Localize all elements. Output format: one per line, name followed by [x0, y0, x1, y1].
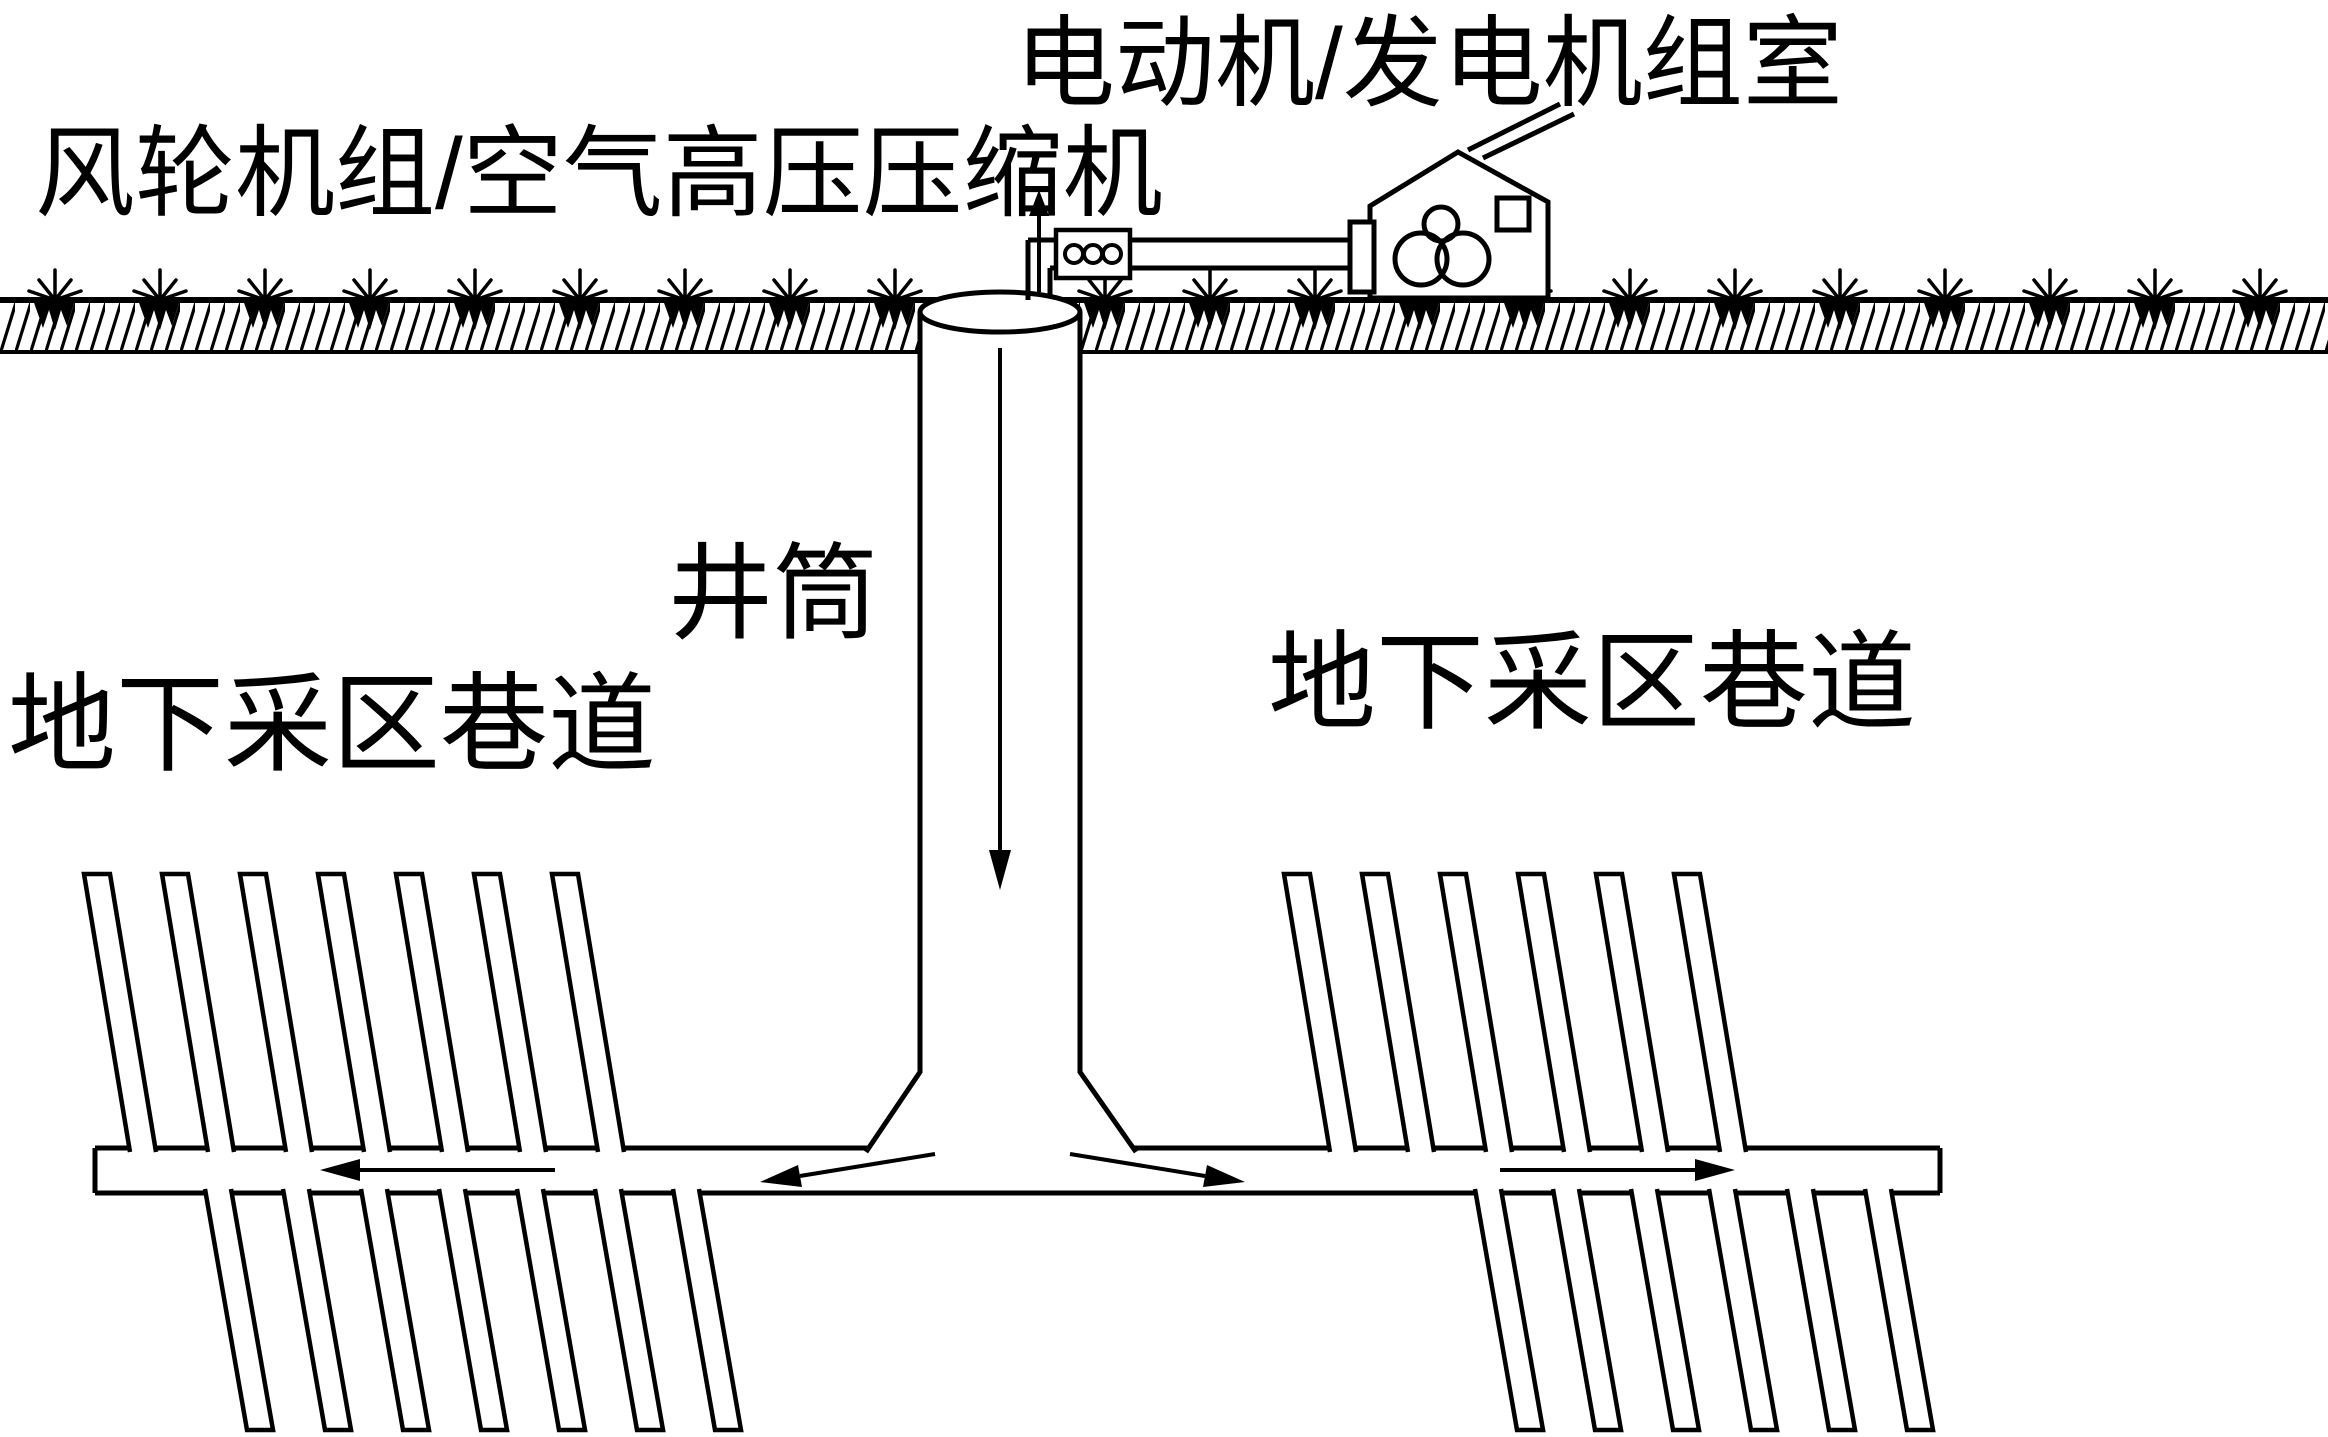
airflow-left-inner-line [799, 1152, 936, 1178]
tunnel-branch [283, 1189, 351, 1430]
grass-tuft [2127, 268, 2183, 302]
tunnel-branch [1553, 1189, 1621, 1430]
tunnel-branch [1674, 874, 1746, 1152]
tunnel-branch [1709, 1189, 1777, 1430]
roof-antenna-line [1466, 101, 1562, 153]
tunnel-branch [1787, 1189, 1855, 1430]
airflow-right-outer-arrowhead [1695, 1159, 1735, 1181]
tunnel-branch [1518, 874, 1590, 1152]
label-turbine-compressor: 风轮机组/空气高压压缩机 [35, 118, 1163, 230]
tunnel-branch [552, 874, 624, 1152]
compressor-unit [1053, 227, 1133, 281]
airflow-left-outer-arrowhead [320, 1159, 360, 1181]
branches-lower-left [205, 1189, 741, 1430]
grass-tuft [1917, 268, 1973, 302]
ground-surface [0, 268, 2328, 354]
tunnel-branch [474, 874, 546, 1152]
label-tunnel-left: 地下采区巷道 [8, 664, 656, 785]
tunnel-branch [1440, 874, 1512, 1152]
generator-rotor-circle [1392, 230, 1450, 288]
airflow-right-inner-arrowhead [1203, 1165, 1245, 1187]
grass-tuft [2022, 268, 2078, 302]
tunnel-branch [162, 874, 234, 1152]
grass-tuft [27, 268, 83, 302]
label-shaft: 井筒 [668, 536, 878, 653]
grass-tuft [132, 268, 188, 302]
tunnel-branch [595, 1189, 663, 1430]
tunnel-branch [205, 1189, 273, 1430]
soil-hatch-band [0, 300, 2328, 352]
tunnel-branch [517, 1189, 585, 1430]
tunnel-branch [439, 1189, 507, 1430]
grass-tuft [657, 268, 713, 302]
shaft-left-wall [863, 312, 923, 1154]
airflow-down-arrowhead [989, 850, 1011, 890]
grass-tuft [1812, 268, 1868, 302]
tunnel-branch [1596, 874, 1668, 1152]
grass-tuft [552, 268, 608, 302]
tunnel-branch [361, 1189, 429, 1430]
airflow-right-inner-line [1069, 1152, 1206, 1178]
tunnel-branch [1865, 1189, 1933, 1430]
grass-tuft [2232, 268, 2288, 302]
tunnel-branch [84, 874, 156, 1152]
grass-tuft [762, 268, 818, 302]
compressor-roller [1101, 243, 1123, 265]
tunnel-branch [1284, 874, 1356, 1152]
tunnel-branch [318, 874, 390, 1152]
duct-flange [1347, 219, 1377, 295]
tunnel-branch [1631, 1189, 1699, 1430]
grass-tuft [1182, 268, 1238, 302]
grass-tufts [27, 268, 2288, 302]
generator-rotor-circle [1434, 230, 1492, 288]
roof-antenna-line [1481, 111, 1576, 161]
branches-lower-right [1475, 1189, 1933, 1430]
airflow-up-arrowhead [1029, 190, 1049, 216]
grass-tuft [1602, 268, 1658, 302]
generator-rotor-circle [1421, 204, 1461, 244]
tunnel-branch [1475, 1189, 1543, 1430]
branches-upper-right [1284, 874, 1746, 1152]
grass-tuft [1287, 268, 1343, 302]
control-box [1494, 195, 1532, 233]
grass-tuft [1707, 268, 1763, 302]
shaft-collar-ellipse [917, 289, 1083, 335]
surface-plant [1025, 101, 1576, 301]
tunnel-branch [240, 874, 312, 1152]
grass-tuft [867, 268, 923, 302]
shaft [863, 289, 1139, 1154]
grass-tuft [342, 268, 398, 302]
tunnel-branch [396, 874, 468, 1152]
grass-tuft [237, 268, 293, 302]
tunnel-branch [1362, 874, 1434, 1152]
airflow-left-inner-arrowhead [760, 1165, 802, 1187]
label-tunnel-right: 地下采区巷道 [1268, 622, 1916, 743]
branches-upper-left [84, 874, 624, 1152]
corridor-airflow-arrows [320, 1152, 1735, 1187]
grass-tuft [447, 268, 503, 302]
tunnel-branch [673, 1189, 741, 1430]
shaft-right-wall [1077, 312, 1139, 1154]
label-generator-room: 电动机/发电机组室 [1015, 8, 1843, 120]
labels: 电动机/发电机组室 风轮机组/空气高压压缩机 井筒 地下采区巷道 地下采区巷道 [8, 8, 1916, 785]
